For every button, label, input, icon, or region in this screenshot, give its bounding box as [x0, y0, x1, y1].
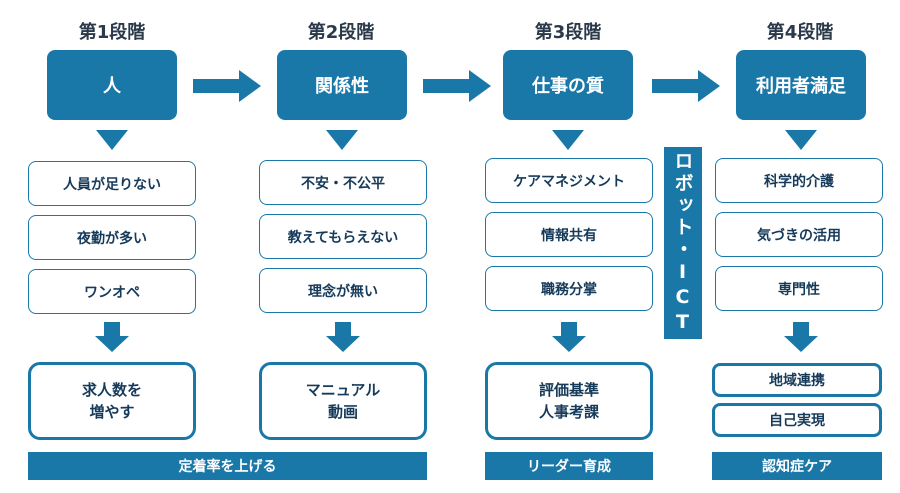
stage-4-header: 利用者満足: [736, 50, 866, 120]
stage-2-result: マニュアル 動画: [259, 362, 427, 440]
down-arrow-icon: [326, 322, 360, 352]
stage-3-result: 評価基準 人事考課: [485, 362, 653, 440]
robot-ict-bar: ロボット・ICT: [664, 147, 702, 339]
down-arrow-icon: [95, 322, 129, 352]
bottom-bar-retention: 定着率を上げる: [28, 452, 427, 480]
stage-4-item: 科学的介護: [715, 158, 883, 203]
stage-1-item: 夜勤が多い: [28, 215, 196, 260]
right-arrow-icon: [193, 70, 261, 102]
stage-1-result: 求人数を 増やす: [28, 362, 196, 440]
stage-2-header: 関係性: [277, 50, 407, 120]
stage-1-item: ワンオペ: [28, 269, 196, 314]
right-arrow-icon: [652, 70, 720, 102]
stage-label-1: 第1段階: [78, 22, 146, 43]
down-triangle-icon: [96, 130, 128, 150]
stage-4-item: 専門性: [715, 266, 883, 311]
stage-4-item: 気づきの活用: [715, 212, 883, 257]
right-arrow-icon: [423, 70, 491, 102]
stage-4-result: 地域連携: [712, 363, 882, 397]
down-arrow-icon: [552, 322, 586, 352]
down-arrow-icon: [784, 322, 818, 352]
down-triangle-icon: [326, 130, 358, 150]
stage-2-item: 理念が無い: [259, 268, 427, 313]
stage-label-2: 第2段階: [307, 22, 375, 43]
stage-3-item: ケアマネジメント: [485, 158, 653, 203]
stage-3-item: 情報共有: [485, 212, 653, 257]
stage-1-header: 人: [47, 50, 177, 120]
stage-3-header: 仕事の質: [503, 50, 633, 120]
stage-label-3: 第3段階: [534, 22, 602, 43]
bottom-bar-leader: リーダー育成: [485, 452, 653, 480]
down-triangle-icon: [552, 130, 584, 150]
down-triangle-icon: [785, 130, 817, 150]
robot-ict-label: ロボット・ICT: [671, 150, 694, 336]
stage-1-item: 人員が足りない: [28, 161, 196, 206]
stage-2-item: 教えてもらえない: [259, 214, 427, 259]
stage-2-item: 不安・不公平: [259, 160, 427, 205]
stage-3-item: 職務分掌: [485, 266, 653, 311]
bottom-bar-dementia: 認知症ケア: [712, 452, 882, 480]
stage-label-4: 第4段階: [766, 22, 834, 43]
stage-4-result: 自己実現: [712, 403, 882, 437]
